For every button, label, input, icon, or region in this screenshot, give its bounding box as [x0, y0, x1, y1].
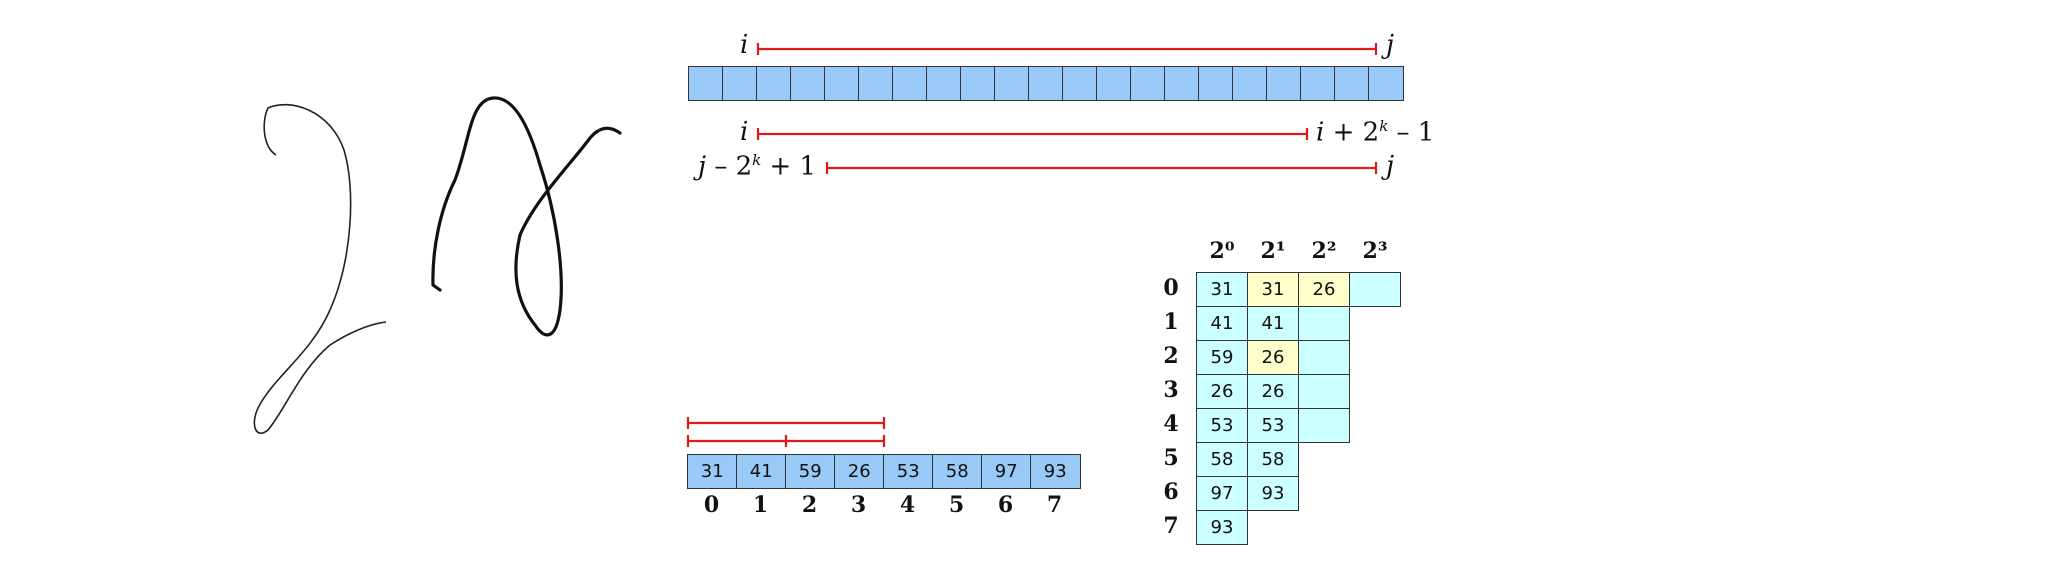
sparse-row-label: 4 [1163, 411, 1179, 437]
range-cell [1028, 66, 1064, 101]
sparse-table-cell [1298, 340, 1350, 375]
range-cell-strip [688, 66, 1404, 101]
sparse-row-label: 0 [1163, 275, 1179, 301]
array-index-label: 3 [850, 492, 867, 518]
sparse-table-cell [1298, 408, 1350, 443]
sparse-table-cell: 26 [1298, 272, 1350, 307]
range-cell [1062, 66, 1098, 101]
sparse-table-cell: 31 [1196, 272, 1248, 307]
label-i-first: i [740, 117, 749, 147]
sparse-row-label: 6 [1163, 479, 1179, 505]
sparse-table-cell: 26 [1247, 340, 1299, 375]
range-cell [1368, 66, 1404, 101]
range-cell [858, 66, 894, 101]
array-index-label: 2 [801, 492, 818, 518]
sparse-row-label: 2 [1163, 343, 1179, 369]
array-cell: 53 [883, 454, 934, 489]
range-cell [1164, 66, 1200, 101]
sparse-column-header: 2² [1311, 238, 1337, 264]
sparse-table-cell: 26 [1247, 374, 1299, 409]
sparse-table-cell: 26 [1196, 374, 1248, 409]
sparse-row-label: 1 [1163, 309, 1179, 335]
array-index-label: 5 [948, 492, 965, 518]
label-j-minus-2k-plus-1: j – 2k + 1 [698, 151, 817, 182]
range-cell [1198, 66, 1234, 101]
array-cell: 41 [736, 454, 787, 489]
sparse-row-label: 5 [1163, 445, 1179, 471]
sparse-table-cell: 41 [1247, 306, 1299, 341]
range-cell [1334, 66, 1370, 101]
range-cell [892, 66, 928, 101]
array-index-label: 7 [1046, 492, 1063, 518]
sparse-column-header: 2¹ [1260, 238, 1286, 264]
array-index-label: 6 [997, 492, 1014, 518]
sparse-table-cell: 93 [1196, 510, 1248, 545]
label-i-top: i [740, 30, 749, 60]
sparse-column-header: 2³ [1362, 238, 1388, 264]
sparse-table-cell: 93 [1247, 476, 1299, 511]
sparse-table-cell: 59 [1196, 340, 1248, 375]
array-cell: 26 [834, 454, 885, 489]
range-cell [960, 66, 996, 101]
array-cell: 31 [687, 454, 738, 489]
range-cell [1130, 66, 1166, 101]
handwritten-letter-n [431, 96, 622, 337]
sparse-table-cell [1298, 374, 1350, 409]
label-i-plus-2k-minus-1: i + 2k – 1 [1316, 117, 1435, 148]
array-cell: 97 [981, 454, 1032, 489]
sparse-table-cell: 31 [1247, 272, 1299, 307]
sparse-row-label: 7 [1163, 513, 1179, 539]
array-cell: 58 [932, 454, 983, 489]
array-index-label: 1 [752, 492, 769, 518]
sparse-table-cell: 58 [1196, 442, 1248, 477]
label-j-second: j [1386, 151, 1395, 181]
array-index-label: 0 [703, 492, 720, 518]
label-j-top: j [1386, 30, 1395, 60]
sparse-column-header: 2⁰ [1209, 238, 1235, 264]
handwritten-digit-2 [253, 103, 387, 434]
sparse-table-cell: 41 [1196, 306, 1248, 341]
sparse-row-label: 3 [1163, 377, 1179, 403]
sparse-table-cell: 58 [1247, 442, 1299, 477]
range-cell [790, 66, 826, 101]
array-index-label: 4 [899, 492, 916, 518]
sparse-table-cell: 97 [1196, 476, 1248, 511]
sparse-table-cell: 53 [1247, 408, 1299, 443]
sparse-table-cell: 53 [1196, 408, 1248, 443]
range-cell [1232, 66, 1268, 101]
range-cell [756, 66, 792, 101]
sparse-table-cell [1349, 272, 1401, 307]
array-cell: 59 [785, 454, 836, 489]
array-cell: 93 [1030, 454, 1081, 489]
range-cell [926, 66, 962, 101]
sparse-table-cell [1298, 306, 1350, 341]
